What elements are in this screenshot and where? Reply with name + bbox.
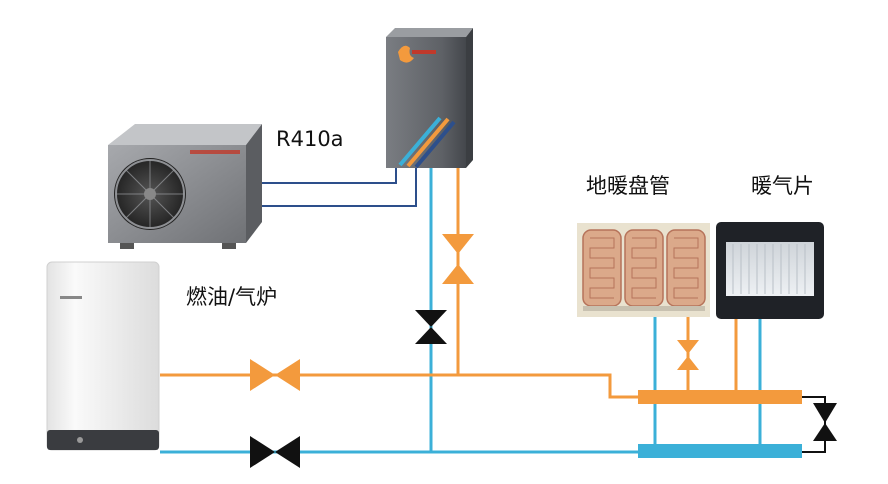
boiler-label: 燃油/气炉: [186, 285, 278, 309]
valve-hot-vertical: [442, 234, 474, 284]
return-manifold: [638, 444, 802, 458]
floor-heating-label: 地暖盘管: [586, 174, 670, 198]
valve-floor-heating: [677, 340, 699, 370]
floor-heating-coil: [577, 223, 710, 317]
hot-pipe-main-supply: [160, 373, 640, 399]
supply-manifold: [638, 390, 802, 404]
valve-cold-vertical: [415, 310, 447, 344]
heat-pump-outdoor-unit: [108, 124, 262, 249]
radiator-panel: [716, 222, 824, 319]
oil-gas-boiler: [46, 261, 160, 451]
refrigerant-lines: [244, 167, 417, 207]
radiator-label: 暖气片: [751, 174, 814, 198]
valve-hot-horizontal: [250, 359, 300, 391]
valve-cold-horizontal: [250, 436, 300, 468]
refrigerant-line-lower: [244, 167, 417, 207]
heat-pump-indoor-unit: [386, 28, 473, 169]
refrigerant-label: R410a: [276, 127, 344, 151]
refrigerant-line-upper: [244, 167, 397, 184]
valve-bypass: [813, 403, 837, 441]
